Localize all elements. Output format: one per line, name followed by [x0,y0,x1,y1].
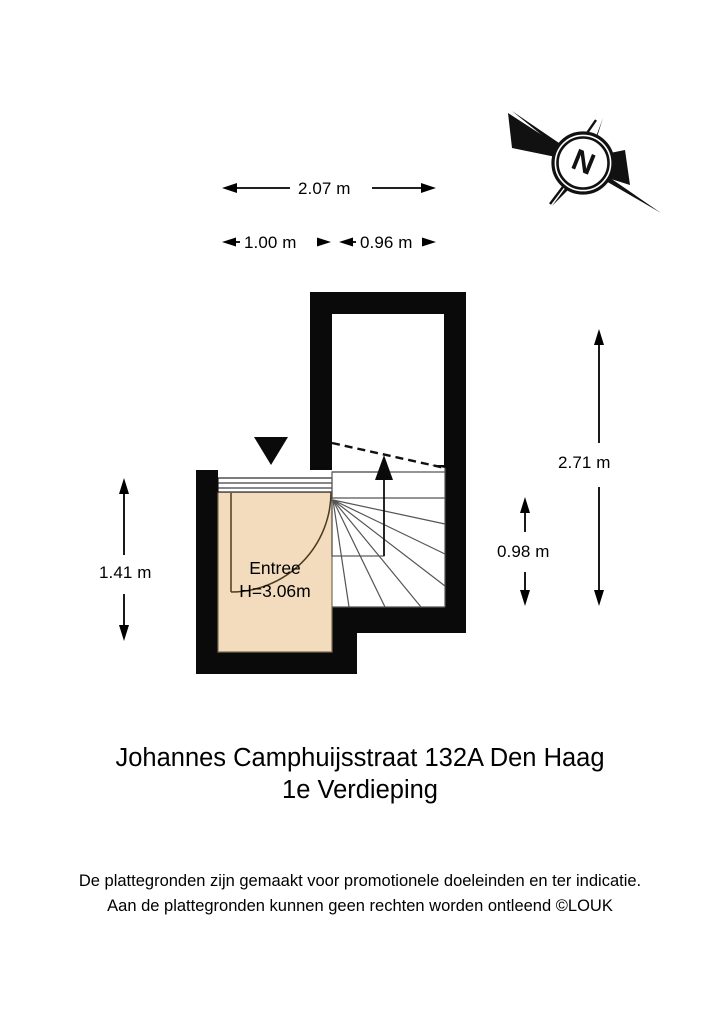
dimension-top-left-segment [222,237,331,247]
entree-room-fill [218,492,332,652]
dimension-left-outer [119,478,129,641]
dimension-label-top-overall: 2.07 m [298,179,351,198]
dimension-lines [119,183,604,641]
door-swing-icon [230,491,332,593]
dimension-right-outer [594,329,604,606]
room-label-entree-height: H=3.06m [239,581,311,601]
dimension-label-left-outer: 1.41 m [99,563,152,582]
stair-up-arrow-icon [375,455,393,556]
title-block: Johannes Camphuijsstraat 132A Den Haag 1… [0,742,720,806]
compass-north-icon: N [508,111,661,213]
stair-cut-line [331,441,446,470]
dimension-label-right-inner: 0.98 m [497,542,550,561]
building-walls [196,292,466,674]
dimension-right-inner [520,497,530,606]
page-title: Johannes Camphuijsstraat 132A Den Haag [115,744,605,772]
disclaimer-block: De plattegronden zijn gemaakt voor promo… [0,869,720,919]
room-label-entree-name: Entree [249,558,301,578]
disclaimer-line-2: Aan de plattegronden kunnen geen rechten… [107,897,613,915]
dimension-label-top-left-segment: 1.00 m [244,233,297,252]
dimension-top-right-segment [339,237,436,247]
window-icon [217,477,333,493]
dimension-top-overall [222,183,436,193]
page-subtitle: 1e Verdieping [282,776,438,804]
disclaimer-line-1: De plattegronden zijn gemaakt voor promo… [78,872,642,890]
entry-arrow-down-icon [254,437,288,465]
staircase [331,441,446,608]
dimension-label-top-right-segment: 0.96 m [360,233,413,252]
dimension-label-right-outer: 2.71 m [558,453,611,472]
